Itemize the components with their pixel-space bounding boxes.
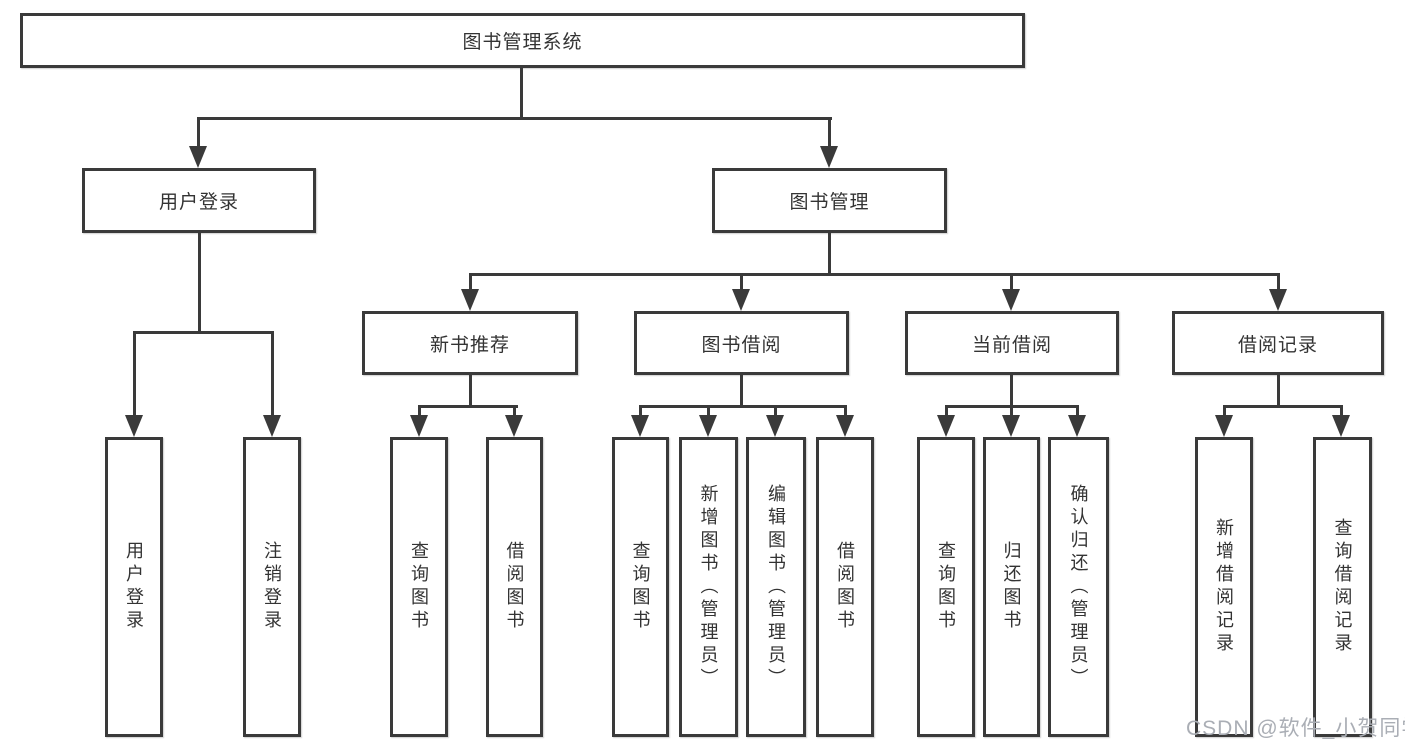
leaf-current-borrow-2: 确认归还（管理员） xyxy=(1048,437,1109,737)
leaf-label: 编辑图书（管理员） xyxy=(766,483,786,691)
connector-line xyxy=(707,405,710,419)
node-user-login: 用户登录 xyxy=(82,168,316,233)
connector-line xyxy=(740,273,743,293)
arrow-down-icon xyxy=(1215,415,1233,437)
leaf-current-borrow-1: 归还图书 xyxy=(983,437,1040,737)
arrow-down-icon xyxy=(1002,415,1020,437)
leaf-new-books-0: 查询图书 xyxy=(390,437,448,737)
watermark: CSDN @软件_小贺同学 xyxy=(1186,717,1405,740)
leaf-label: 注销登录 xyxy=(262,541,282,633)
arrow-down-icon xyxy=(820,146,838,168)
arrow-down-icon xyxy=(1332,415,1350,437)
connector-line xyxy=(1340,405,1343,419)
arrow-down-icon xyxy=(1068,415,1086,437)
leaf-current-borrow-0: 查询图书 xyxy=(917,437,975,737)
arrow-down-icon xyxy=(1002,289,1020,311)
connector-borrow-records-stem xyxy=(1277,375,1280,408)
leaf-label: 新增借阅记录 xyxy=(1214,518,1234,656)
connector-new-books-hbar xyxy=(418,405,518,408)
leaf-label: 借阅图书 xyxy=(504,541,525,633)
node-book-borrow-label: 图书借阅 xyxy=(701,334,782,356)
connector-root-hbar xyxy=(197,117,832,120)
leaf-book-borrow-3: 借阅图书 xyxy=(816,437,874,737)
connector-line xyxy=(1010,273,1013,293)
connector-line xyxy=(418,405,421,419)
connector-line xyxy=(639,405,642,419)
leaf-label: 查询图书 xyxy=(936,541,956,633)
node-book-mgmt-label: 图书管理 xyxy=(789,192,870,213)
arrow-down-icon xyxy=(766,415,784,437)
node-book-mgmt: 图书管理 xyxy=(712,168,947,233)
leaf-book-borrow-0: 查询图书 xyxy=(612,437,669,737)
node-new-books-label: 新书推荐 xyxy=(429,334,510,356)
connector-line xyxy=(1076,405,1079,419)
leaf-book-borrow-1: 新增图书（管理员） xyxy=(679,437,738,737)
connector-user-login-hbar xyxy=(133,331,274,334)
connector-line xyxy=(271,331,274,419)
connector-line xyxy=(133,331,136,419)
node-root-label: 图书管理系统 xyxy=(462,32,583,53)
arrow-down-icon xyxy=(836,415,854,437)
arrow-down-icon xyxy=(732,289,750,311)
connector-new-books-stem xyxy=(469,375,472,408)
arrow-down-icon xyxy=(505,415,523,437)
arrow-down-icon xyxy=(937,415,955,437)
node-root: 图书管理系统 xyxy=(20,13,1025,68)
connector-root-stem xyxy=(520,68,523,120)
node-current-borrow: 当前借阅 xyxy=(905,311,1119,375)
node-new-books: 新书推荐 xyxy=(362,311,578,375)
leaf-label: 借阅图书 xyxy=(835,541,855,633)
leaf-borrow-records-1: 查询借阅记录 xyxy=(1313,437,1372,737)
leaf-label: 查询借阅记录 xyxy=(1332,518,1353,656)
connector-user-login-stem xyxy=(198,233,201,334)
leaf-label: 查询图书 xyxy=(630,541,651,633)
leaf-user-login-1: 注销登录 xyxy=(243,437,301,737)
connector-book-borrow-hbar xyxy=(639,405,847,408)
leaf-label: 查询图书 xyxy=(409,541,429,633)
node-book-borrow: 图书借阅 xyxy=(634,311,849,375)
leaf-user-login-0: 用户登录 xyxy=(105,437,163,737)
leaf-borrow-records-0: 新增借阅记录 xyxy=(1195,437,1253,737)
connector-book-borrow-stem xyxy=(740,375,743,408)
connector-line xyxy=(844,405,847,419)
node-current-borrow-label: 当前借阅 xyxy=(971,334,1052,356)
connector-line xyxy=(945,405,948,419)
arrow-down-icon xyxy=(263,415,281,437)
connector-line xyxy=(469,273,472,293)
arrow-down-icon xyxy=(631,415,649,437)
connector-line xyxy=(197,117,200,150)
connector-line xyxy=(828,117,831,150)
arrow-down-icon xyxy=(699,415,717,437)
arrow-down-icon xyxy=(125,415,143,437)
leaf-label: 用户登录 xyxy=(124,541,144,633)
connector-line xyxy=(1277,273,1280,293)
arrow-down-icon xyxy=(461,289,479,311)
connector-current-borrow-stem xyxy=(1010,375,1013,408)
node-borrow-records-label: 借阅记录 xyxy=(1237,334,1318,356)
arrow-down-icon xyxy=(410,415,428,437)
node-user-login-label: 用户登录 xyxy=(158,192,239,213)
connector-line xyxy=(1010,405,1013,419)
leaf-new-books-1: 借阅图书 xyxy=(486,437,543,737)
leaf-label: 归还图书 xyxy=(1001,541,1022,633)
connector-borrow-records-hbar xyxy=(1223,405,1343,408)
leaf-book-borrow-2: 编辑图书（管理员） xyxy=(746,437,806,737)
arrow-down-icon xyxy=(1269,289,1287,311)
arrow-down-icon xyxy=(189,146,207,168)
node-borrow-records: 借阅记录 xyxy=(1172,311,1384,375)
connector-line xyxy=(513,405,516,419)
connector-book-mgmt-hbar xyxy=(469,273,1280,276)
connector-line xyxy=(1223,405,1226,419)
leaf-label: 新增图书（管理员） xyxy=(698,483,719,691)
leaf-label: 确认归还（管理员） xyxy=(1068,483,1089,691)
connector-book-mgmt-stem xyxy=(828,233,831,276)
connector-line xyxy=(774,405,777,419)
